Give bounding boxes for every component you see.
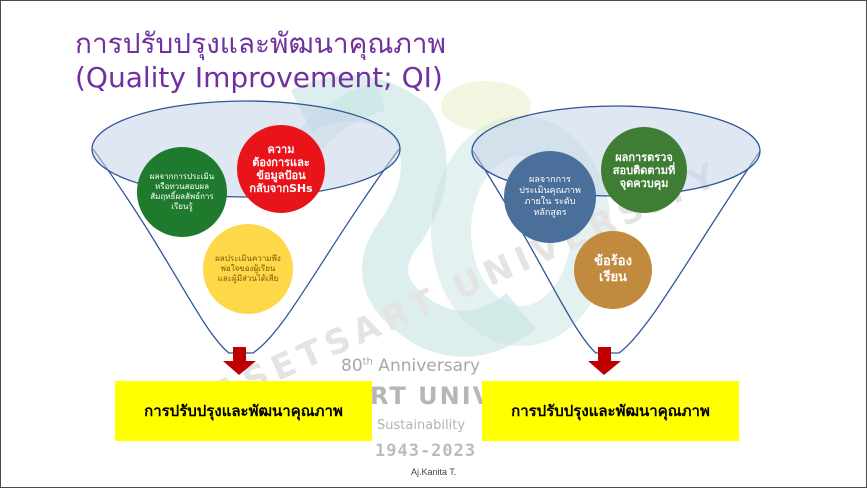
right-down-arrow bbox=[588, 347, 621, 375]
slide-title: การปรับปรุงและพัฒนาคุณภาพ (Quality Impro… bbox=[75, 27, 446, 95]
title-line-english: (Quality Improvement; QI) bbox=[75, 61, 443, 94]
right-result-label: การปรับปรุงและพัฒนาคุณภาพ bbox=[482, 381, 739, 441]
watermark-tagline: Sustainability bbox=[377, 418, 466, 433]
watermark-years: 1943-2023 bbox=[375, 441, 477, 461]
circle-stakeholder-needs: ความต้องการและข้อมูลป้อนกลับจากSHs bbox=[237, 125, 325, 213]
title-line-thai: การปรับปรุงและพัฒนาคุณภาพ bbox=[75, 27, 446, 60]
author-credit: Aj.Kanita T. bbox=[411, 467, 457, 477]
watermark-anniversary: 80th Anniversary bbox=[341, 356, 481, 376]
circle-internal-quality-assessment: ผลจากการประเมินคุณภาพภายใน ระดับหลักสูตร bbox=[504, 151, 596, 243]
circle-complaints: ข้อร้องเรียน bbox=[574, 231, 652, 309]
watermark-university: RT UNIV bbox=[370, 382, 494, 410]
circle-satisfaction-survey: ผลประเมินความพึงพอใจของผู้เรียนและผู้มีส… bbox=[203, 224, 293, 314]
circle-learning-outcome-assessment: ผลจากการประเมินหรือทวนสอบผลสัมฤทธิ์ผลลัพ… bbox=[137, 147, 227, 237]
circle-control-point-audit: ผลการตรวจสอบติดตามที่จุดควบคุม bbox=[601, 127, 687, 213]
left-down-arrow bbox=[223, 347, 256, 375]
left-result-label: การปรับปรุงและพัฒนาคุณภาพ bbox=[115, 381, 372, 441]
